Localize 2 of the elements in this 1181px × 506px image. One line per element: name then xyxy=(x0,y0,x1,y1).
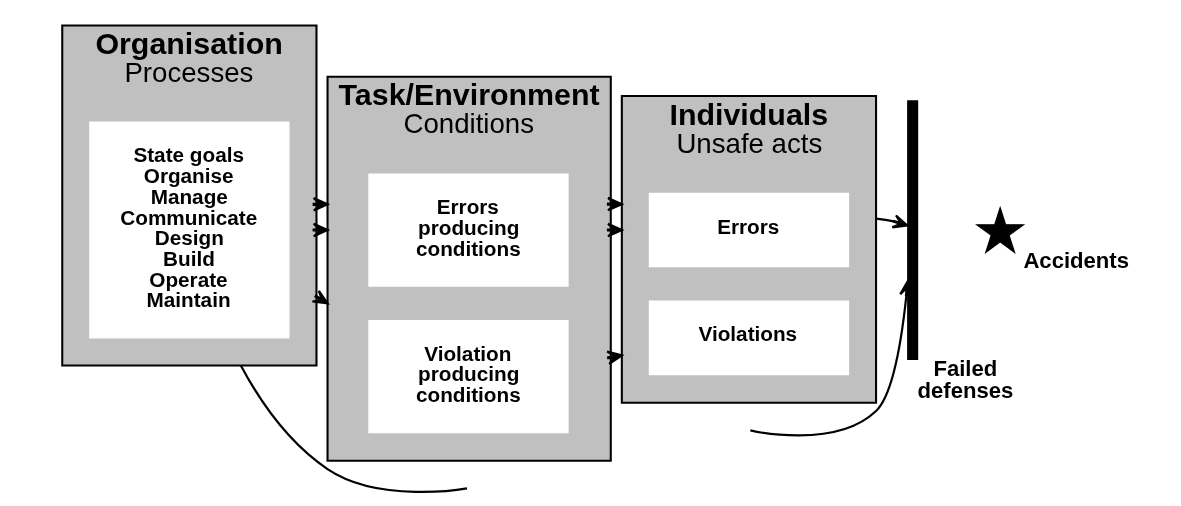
node-label: Failed defenses xyxy=(917,355,1014,403)
node-label: Accidents xyxy=(1023,247,1130,273)
